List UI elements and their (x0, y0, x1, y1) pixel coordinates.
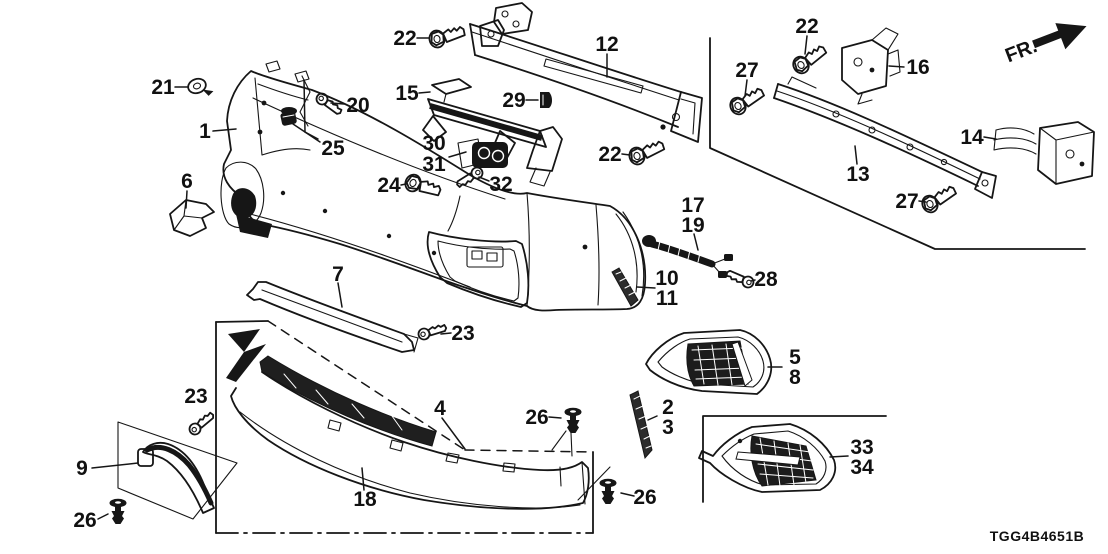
callout-24: 24 (377, 174, 401, 197)
screw-23-a (416, 321, 449, 342)
strip-9-box (117, 421, 238, 520)
clip-21 (187, 77, 214, 96)
callout-11: 11 (656, 287, 679, 310)
part-33-34-fog-garnish (698, 423, 837, 493)
callout-23-b: 23 (184, 385, 207, 408)
fasteners (109, 23, 960, 524)
callout-16: 16 (906, 56, 929, 79)
part-16-bracket (841, 27, 901, 105)
callout-34: 34 (850, 456, 874, 479)
callout-22-b: 22 (598, 143, 621, 166)
section-boundaries (117, 37, 1086, 534)
callout-23-a: 23 (451, 322, 474, 345)
callout-3: 3 (662, 416, 674, 439)
bolt-22-b (626, 138, 668, 168)
bolt-24 (401, 171, 444, 203)
callout-10: 10 (655, 267, 678, 290)
right-group-boundary (709, 37, 1086, 250)
callout-33: 33 (850, 436, 873, 459)
callout-18: 18 (353, 488, 377, 511)
part-30-31-sensor (457, 138, 508, 169)
bolt-27-a (726, 85, 768, 118)
bolt-27-b (918, 183, 960, 216)
screw-28 (723, 266, 757, 291)
part-5-8-fog-garnish (645, 329, 773, 395)
callout-19: 19 (681, 214, 704, 237)
callout-26-c: 26 (73, 509, 96, 532)
fr-direction-indicator: FR. (1002, 23, 1087, 67)
part-6-bracket (169, 199, 215, 237)
callout-20: 20 (346, 94, 369, 117)
callout-22-c: 22 (795, 15, 818, 38)
leader-lines (91, 35, 997, 520)
bolt-22-c (789, 42, 831, 78)
part-10-11-strip (611, 267, 639, 307)
callout-25: 25 (321, 137, 345, 160)
callout-26-b: 26 (633, 486, 656, 509)
part-14-bracket (993, 121, 1095, 185)
callout-labels: 21 1 25 20 6 22 15 29 12 30 31 24 32 22 … (73, 15, 984, 532)
callout-1: 1 (199, 120, 211, 143)
callout-21: 21 (151, 76, 175, 99)
callout-7: 7 (332, 263, 344, 286)
callout-32: 32 (489, 173, 512, 196)
callout-17: 17 (681, 194, 704, 217)
callout-12: 12 (595, 33, 618, 56)
part-7-garnish-strip (246, 281, 419, 353)
garnish-33-box (702, 415, 887, 503)
bolt-22-a (426, 23, 468, 50)
callout-22-a: 22 (393, 27, 416, 50)
callout-27-a: 27 (735, 59, 758, 82)
part-17-19-harness (642, 235, 733, 278)
part-2-3-reflector (629, 390, 653, 460)
callout-4: 4 (434, 397, 446, 420)
diagram-code: TGG4B4651B (990, 528, 1084, 544)
clip-26-c (109, 498, 127, 524)
callout-2: 2 (662, 396, 674, 419)
part-18-lower-garnish (226, 329, 590, 510)
screw-23-b (186, 409, 218, 438)
part-9-trim-strip (137, 441, 215, 514)
grommet-25 (280, 107, 297, 126)
lower-group-box (215, 320, 594, 534)
callout-15: 15 (395, 82, 419, 105)
callout-28: 28 (754, 268, 778, 291)
callout-5: 5 (789, 346, 801, 369)
callout-29: 29 (502, 89, 525, 112)
screw-20 (313, 90, 345, 119)
clip-26-b (599, 478, 617, 504)
callout-26-a: 26 (525, 406, 548, 429)
clip-26-a (564, 407, 582, 433)
callout-8: 8 (789, 366, 801, 389)
callout-13: 13 (846, 163, 869, 186)
fr-arrow-icon (1032, 23, 1087, 50)
callout-31: 31 (422, 153, 446, 176)
callout-30: 30 (422, 132, 445, 155)
callout-6: 6 (181, 170, 193, 193)
part-13-bumper-beam-lower (773, 76, 997, 199)
part-12-bumper-beam-upper (469, 2, 703, 143)
callout-14: 14 (960, 126, 984, 149)
callout-27-b: 27 (895, 190, 918, 213)
part-29-clip (540, 92, 552, 108)
callout-9: 9 (76, 457, 88, 480)
